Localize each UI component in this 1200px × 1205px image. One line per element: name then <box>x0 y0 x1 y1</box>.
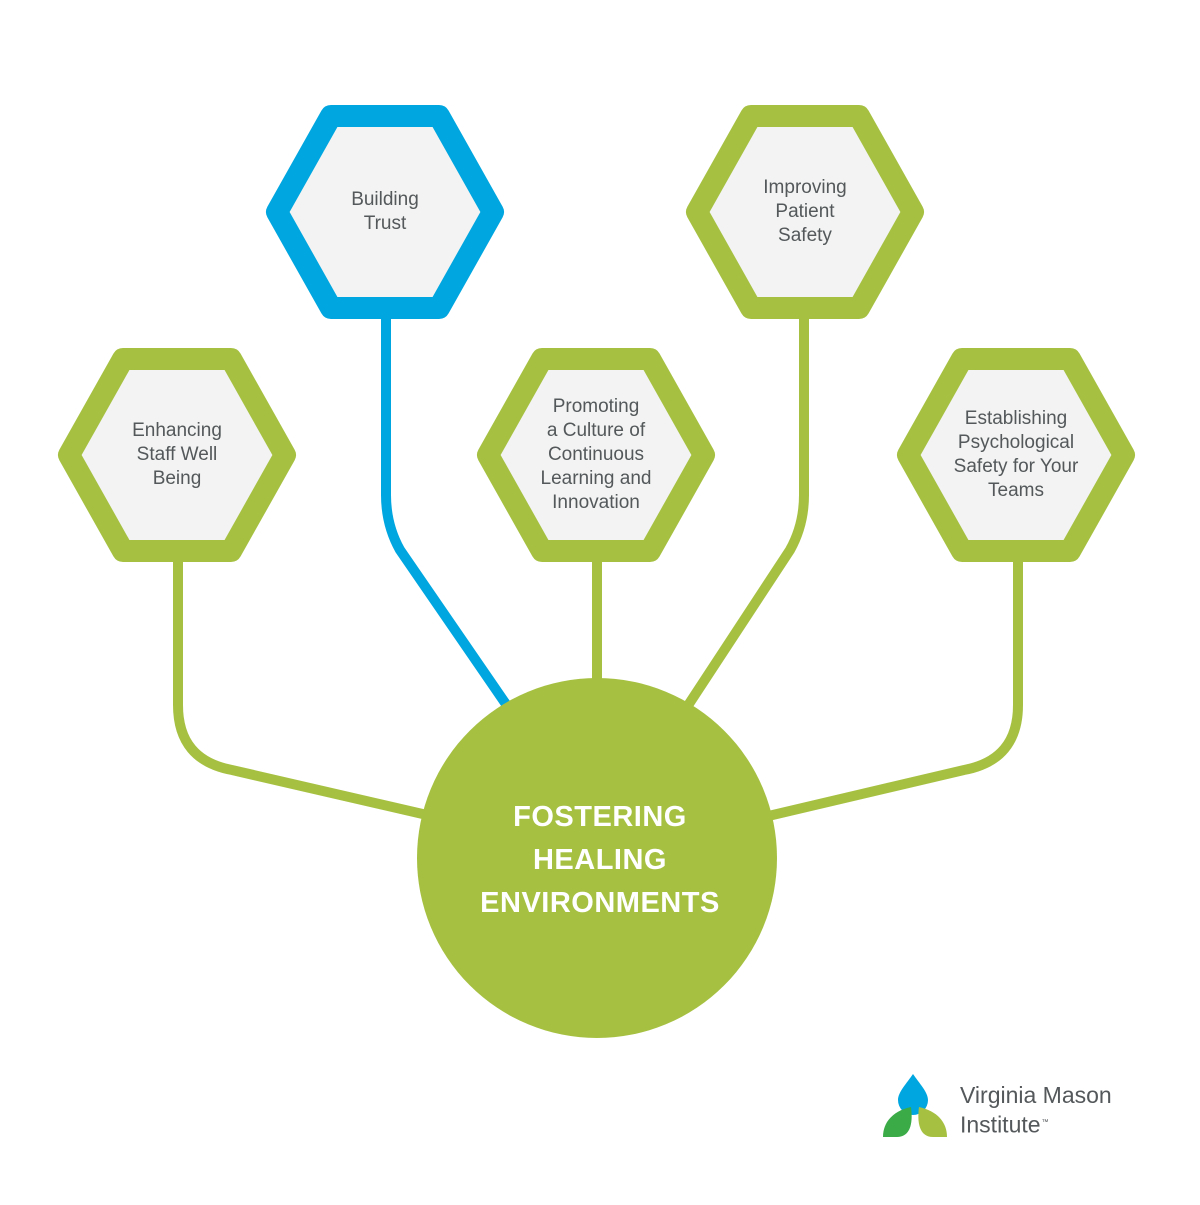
logo-drop-top-icon <box>898 1074 928 1115</box>
logo-drop-left-icon <box>883 1107 912 1137</box>
center-label: FOSTERING HEALING ENVIRONMENTS <box>480 800 720 919</box>
logo-trademark: ™ <box>1041 1119 1049 1126</box>
logo-text-line1: Virginia Mason <box>960 1082 1112 1108</box>
hexagon-establishing-psychological-safety <box>897 348 1135 562</box>
hexagon-enhancing-staff-well-being <box>58 348 296 562</box>
logo-text-line2: Institute™ <box>960 1110 1049 1138</box>
connector-establishing-psychological-safety <box>755 555 1023 823</box>
logo-text-institute: Institute <box>960 1111 1041 1138</box>
connector-building-trust <box>381 310 515 715</box>
node-label-promoting-culture: Promoting a Culture of Continuous Learni… <box>540 396 652 513</box>
node-label-enhancing-staff-well-being: Enhancing Staff Well Being <box>132 420 222 489</box>
connector-improving-patient-safety <box>680 310 809 715</box>
connector-enhancing-staff-well-being <box>173 555 445 823</box>
node-label-establishing-psychological-safety: Establishing Psychological Safety for Yo… <box>953 408 1079 501</box>
hexagon-improving-patient-safety <box>686 105 924 319</box>
hexagon-building-trust <box>266 105 504 319</box>
node-label-building-trust: Building Trust <box>351 189 419 234</box>
logo-drop-right-icon <box>918 1107 947 1137</box>
hexagon-promoting-culture <box>477 348 715 562</box>
center-circle <box>417 678 777 1038</box>
node-label-improving-patient-safety: Improving Patient Safety <box>763 177 847 246</box>
logo-icon <box>883 1074 947 1137</box>
